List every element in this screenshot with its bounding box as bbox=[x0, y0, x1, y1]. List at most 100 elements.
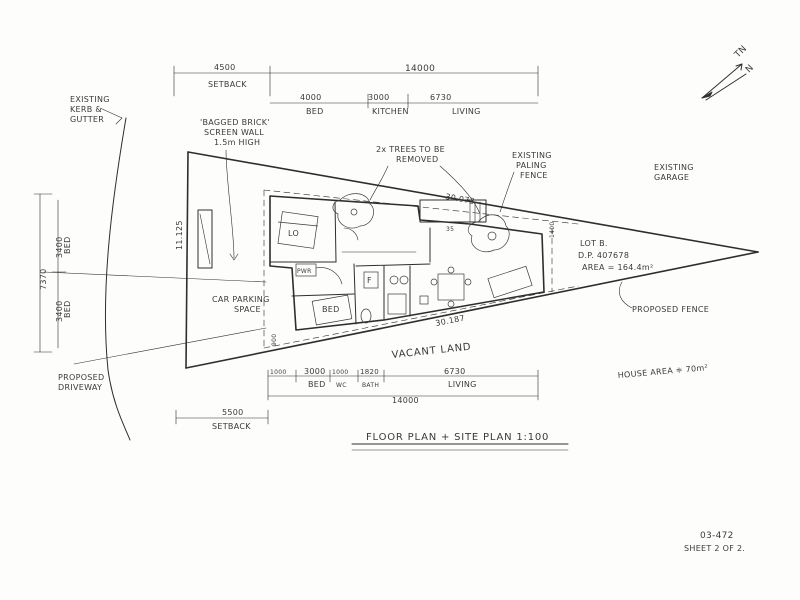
garage-label-1: EXISTING bbox=[654, 163, 694, 172]
fence-leader bbox=[499, 171, 515, 213]
lot-area: AREA = 164.4m² bbox=[582, 263, 653, 272]
left-overall-dim: 7370 bbox=[39, 268, 48, 290]
setback-top bbox=[263, 189, 579, 225]
boundary-bottom bbox=[185, 251, 759, 369]
steps-outline bbox=[419, 199, 487, 223]
title-block: FLOOR PLAN + SITE PLAN 1:100 bbox=[351, 432, 569, 451]
brick-leader-arrow bbox=[229, 253, 239, 261]
fence-label-1: EXISTING bbox=[512, 151, 552, 160]
kerb-label-1: EXISTING bbox=[70, 95, 110, 104]
basin bbox=[399, 275, 409, 285]
top-seg-kitchen-label: KITCHEN bbox=[372, 107, 409, 116]
top-seg-bed-dim: 4000 bbox=[300, 93, 322, 102]
side-table bbox=[419, 295, 429, 305]
garage-label-2: GARAGE bbox=[654, 173, 689, 182]
dining-table bbox=[437, 273, 465, 301]
chair bbox=[447, 266, 455, 274]
bottom-setback-dim: 5500 bbox=[222, 408, 244, 417]
top-dimension-group: 14000 4500 SETBACK 4000 BED 3000 KITCHEN… bbox=[173, 63, 539, 116]
east-offset-dim: 1400 bbox=[549, 222, 556, 238]
left-lower-dim: 3400 bbox=[55, 300, 64, 322]
chair bbox=[430, 278, 438, 286]
bed-upper bbox=[277, 211, 319, 249]
wall-bed-east bbox=[334, 201, 337, 263]
room-offset-dim: 35 bbox=[446, 226, 454, 233]
brick-leader bbox=[225, 149, 235, 259]
room-label-fridge: F bbox=[367, 276, 372, 285]
bottom-seg-wc-label: WC bbox=[336, 382, 347, 389]
left-dimension-group: 7370 3400 BED 3400 BED bbox=[33, 193, 72, 353]
sheet-number: 03-472 bbox=[700, 531, 734, 541]
bottom-seg-living-label: LIVING bbox=[448, 380, 477, 389]
kerb-label-2: KERB & bbox=[70, 105, 102, 114]
kerb-group: EXISTING KERB & GUTTER bbox=[70, 95, 131, 441]
north-arrow: TN N bbox=[701, 44, 756, 101]
screen-wall-rect bbox=[197, 209, 213, 269]
top-setback-label: SETBACK bbox=[208, 80, 247, 89]
basin bbox=[389, 275, 399, 285]
trees: 2x TREES TO BE REMOVED bbox=[332, 145, 510, 253]
top-seg-bed-label: BED bbox=[306, 107, 324, 116]
house-area-label: HOUSE AREA ≑ 70m² bbox=[617, 363, 708, 380]
chair bbox=[447, 300, 455, 308]
room-label-bed-lower: BED bbox=[322, 305, 340, 314]
left-boundary-dim: 11.125 bbox=[175, 220, 184, 250]
lot-info: LOT B. D.P. 407678 AREA = 164.4m² bbox=[578, 239, 653, 272]
top-boundary-dim: 30.073 bbox=[445, 192, 476, 206]
top-seg-kitchen-dim: 3000 bbox=[368, 93, 390, 102]
pwr-cupboard bbox=[295, 263, 317, 277]
bottom-dimension-group: 1000 3000 BED 1000 WC 1820 BATH 6730 LIV… bbox=[175, 367, 539, 431]
trees-label-1: 2x TREES TO BE bbox=[376, 145, 445, 154]
wall-bed2-north bbox=[291, 293, 355, 297]
tree-1-trunk bbox=[350, 208, 358, 216]
top-setback-dim: 4500 bbox=[214, 63, 236, 72]
setback-bottom bbox=[263, 285, 579, 349]
fence-label-2: PALING bbox=[516, 161, 547, 170]
tree-1 bbox=[332, 193, 374, 229]
tree-2-trunk bbox=[487, 231, 497, 241]
trees-label-2: REMOVED bbox=[396, 155, 438, 164]
lot-name: LOT B. bbox=[580, 239, 608, 248]
trees-leader bbox=[439, 165, 481, 215]
bottom-seg-bed-label: BED bbox=[308, 380, 326, 389]
chair bbox=[464, 278, 472, 286]
bottom-overall-dim: 14000 bbox=[392, 396, 419, 405]
bottom-seg-bed-dim: 3000 bbox=[304, 367, 326, 376]
wall-hatch bbox=[199, 213, 211, 265]
driveway-edge bbox=[43, 271, 267, 283]
lot-dp: D.P. 407678 bbox=[578, 251, 629, 260]
trees-leader bbox=[369, 165, 389, 201]
north-arrow-tail bbox=[701, 91, 713, 99]
toilet bbox=[360, 308, 372, 324]
top-seg-living-dim: 6730 bbox=[430, 93, 452, 102]
driveway: PROPOSED DRIVEWAY bbox=[43, 271, 267, 392]
bottom-seg-1000-dim: 1000 bbox=[270, 369, 286, 376]
door-swing bbox=[315, 267, 343, 285]
vacant-land-label: VACANT LAND bbox=[391, 342, 472, 361]
north-arrow-shaft bbox=[701, 63, 743, 99]
west-offset-dim: 900 bbox=[271, 334, 278, 346]
driveway-label-1: PROPOSED bbox=[58, 373, 105, 382]
site-boundary: 11.125 bbox=[175, 151, 759, 369]
tree-2 bbox=[467, 214, 510, 253]
room-label-lo: LO bbox=[288, 229, 299, 238]
kerb-label-3: GUTTER bbox=[70, 115, 104, 124]
wall-wet-north bbox=[355, 263, 431, 267]
bottom-setback-label: SETBACK bbox=[212, 422, 251, 431]
paling-fence-note: EXISTING PALING FENCE bbox=[499, 151, 552, 213]
bottom-seg-bath-dim: 1820 bbox=[360, 368, 379, 376]
drawing-title: FLOOR PLAN + SITE PLAN 1:100 bbox=[366, 432, 549, 443]
fence-label-3: FENCE bbox=[520, 171, 548, 180]
driveway-label-2: DRIVEWAY bbox=[58, 383, 102, 392]
kerb-curve bbox=[104, 117, 131, 441]
car-park-label-1: CAR PARKING bbox=[212, 295, 270, 304]
north-label-n: N bbox=[744, 63, 756, 75]
brick-label-1: 'BAGGED BRICK' bbox=[200, 118, 270, 127]
bed-lower bbox=[311, 294, 353, 326]
brick-label-3: 1.5m HIGH bbox=[214, 138, 260, 147]
north-arrow-shaft bbox=[705, 73, 747, 101]
north-arrow-head bbox=[735, 63, 743, 71]
boundary-top bbox=[187, 151, 759, 253]
left-upper-dim: 3400 bbox=[55, 236, 64, 258]
